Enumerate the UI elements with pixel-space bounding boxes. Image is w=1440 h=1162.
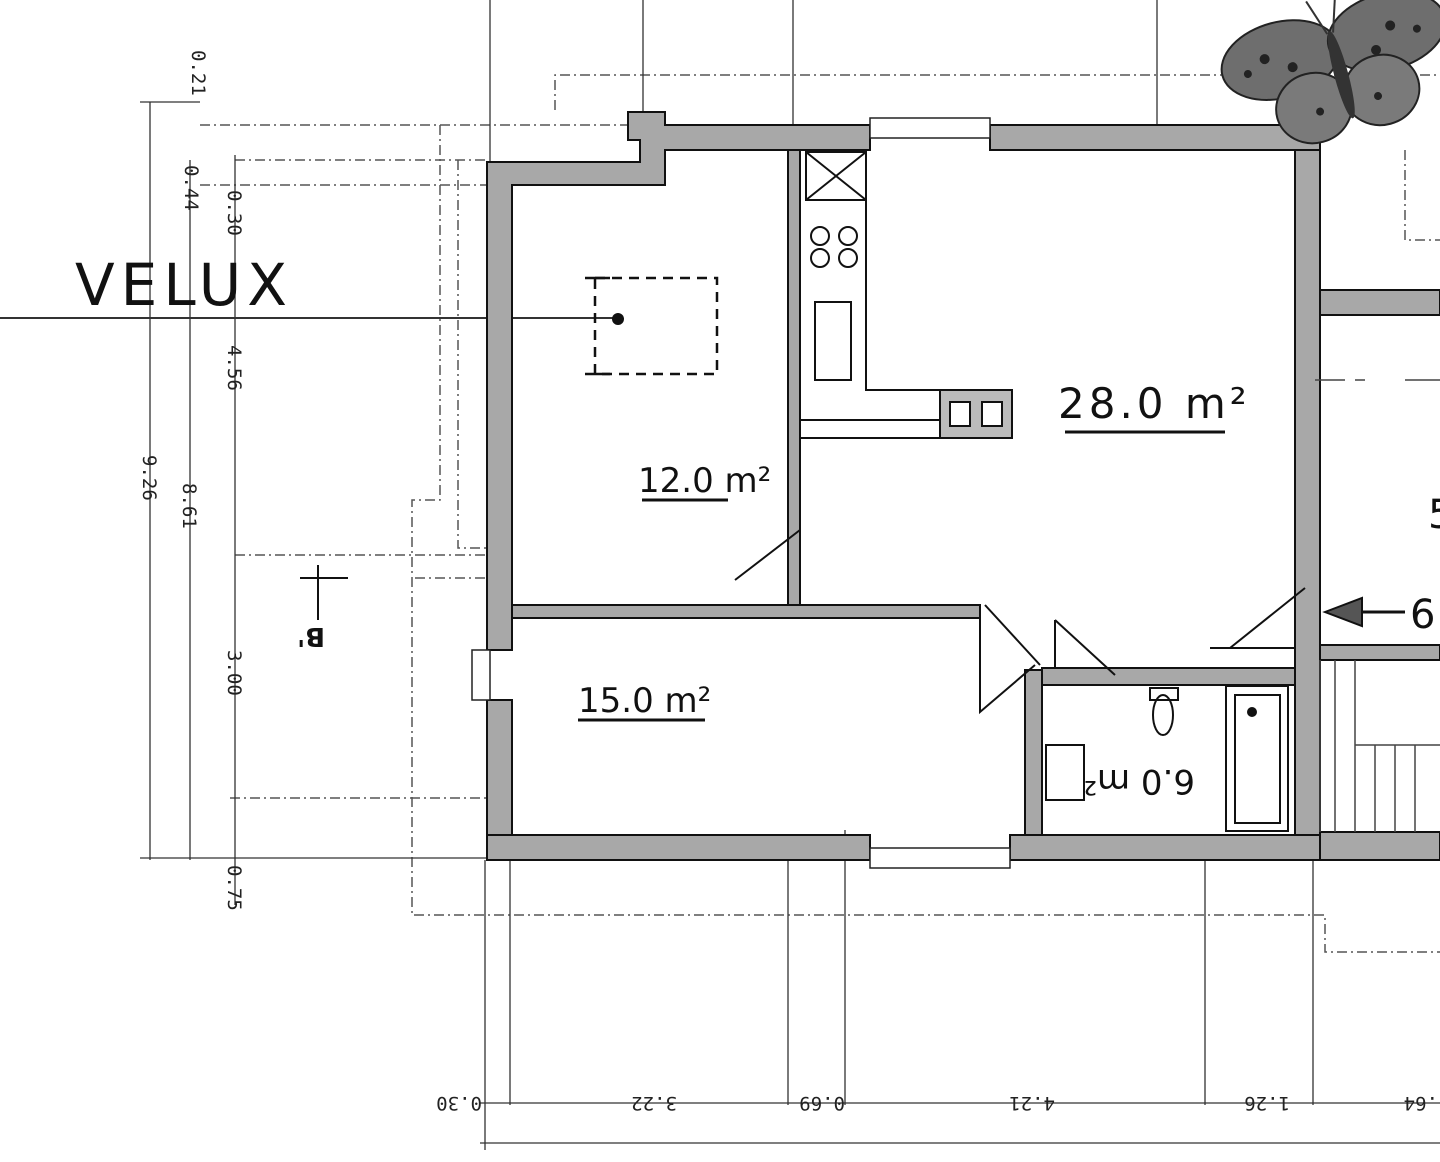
arrow-label: 6 bbox=[1410, 592, 1435, 638]
velux-skylight bbox=[585, 276, 719, 376]
roof-outline bbox=[200, 74, 1440, 953]
dim-left-middle: 8.61 bbox=[178, 483, 200, 529]
velux-marker-dot bbox=[612, 313, 624, 325]
door-swings bbox=[734, 527, 1306, 715]
dim-left-inner-5: 0.75 bbox=[223, 865, 245, 911]
dim-left-outer: 9.26 bbox=[138, 455, 160, 501]
room-area-6: 6.0 m² bbox=[1083, 761, 1195, 801]
dim-left-inner-3: 4.56 bbox=[223, 345, 245, 391]
dim-left-inner-1: 0.44 bbox=[180, 165, 202, 211]
dim-bottom-5-background bbox=[1396, 1080, 1440, 1102]
dim-bottom-4: 1.26 bbox=[1244, 1092, 1290, 1114]
dim-bottom-3: 4.21 bbox=[1009, 1092, 1055, 1114]
butterfly-image bbox=[1220, 0, 1440, 145]
dim-bottom-5: .64 bbox=[1404, 1092, 1438, 1114]
dim-left-inner-4: 3.00 bbox=[223, 650, 245, 696]
area-underlines bbox=[578, 430, 1225, 722]
stairs bbox=[1315, 379, 1440, 832]
windows bbox=[471, 117, 1011, 869]
dim-bottom-0: 0.30 bbox=[436, 1092, 482, 1114]
entry-arrow-icon bbox=[1322, 596, 1405, 628]
section-marker-label: B' bbox=[297, 621, 325, 651]
kitchen-fixtures bbox=[800, 150, 1013, 439]
dim-bottom-1: 3.22 bbox=[631, 1092, 677, 1114]
dim-left-inner-0: 0.21 bbox=[187, 50, 209, 96]
walls bbox=[486, 111, 1440, 861]
velux-label: VELUX bbox=[75, 251, 293, 319]
room-area-15: 15.0 m² bbox=[578, 681, 711, 721]
room-area-28: 28.0 m² bbox=[1058, 379, 1251, 428]
section-marker bbox=[300, 565, 348, 620]
dim-left-inner-2: 0.30 bbox=[223, 190, 245, 236]
room-area-12: 12.0 m² bbox=[638, 461, 771, 501]
bathroom-fixtures bbox=[1045, 685, 1289, 832]
edge-label: 5 bbox=[1428, 492, 1440, 538]
dim-bottom-2: 0.69 bbox=[799, 1092, 845, 1114]
